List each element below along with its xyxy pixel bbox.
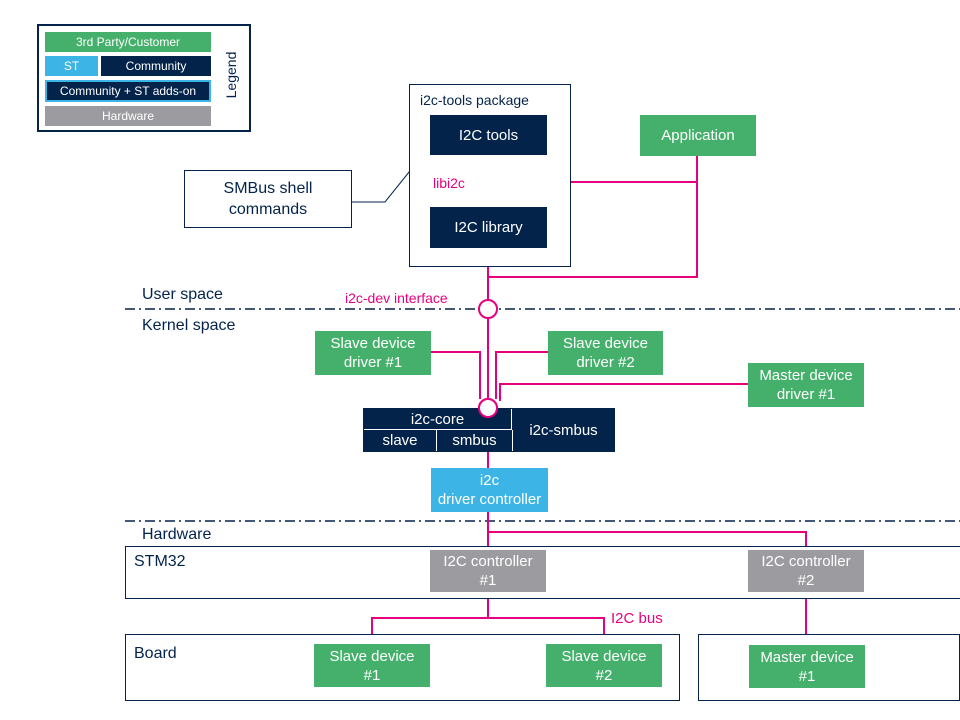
legend-st: ST [45,56,98,76]
master-device-1-line2: #1 [798,667,816,685]
smbus-shell-line-1: SMBus shell [223,180,313,197]
slave-driver-2-line [495,351,548,399]
slave-device-1-line2: #1 [363,666,381,684]
slave-driver-2-line2: driver #2 [576,354,635,371]
hardware-label: Hardware [142,526,212,543]
slave-device-2: Slave device #2 [546,644,662,687]
i2c-core-slave: slave [364,430,437,451]
i2c-controller-1-line1: I2C controller [443,553,533,570]
slave-device-driver-2: Slave device driver #2 [548,331,663,375]
master-device-driver-1: Master device driver #1 [748,363,864,407]
i2c-bus-line [371,617,605,644]
master-device-1-line1: Master device [760,648,854,666]
legend-community-st: Community + ST adds-on [45,80,211,102]
slave-device-2-line1: Slave device [561,647,647,665]
smbus-shell-commands: SMBus shell commands [184,170,352,228]
i2c-core-label: i2c-core [364,409,512,430]
master-driver-1-line [499,383,748,401]
smbus-shell-line-2: commands [228,201,308,218]
legend-community: Community [101,56,211,76]
legend-third-party: 3rd Party/Customer [45,32,211,52]
legend-hardware: Hardware [45,106,211,126]
i2c-dev-connector [478,299,498,319]
i2c-tools-package-title: i2c-tools package [420,92,529,108]
driver-controller-line2: driver controller [437,491,542,508]
slave-device-1: Slave device #1 [314,644,430,687]
i2c-core-smbus: smbus [437,430,513,451]
controller-to-i2c2-line [488,531,807,550]
i2c-smbus-label: i2c-smbus [513,409,614,451]
kernel-space-label: Kernel space [142,317,236,334]
i2c-dev-interface-label: i2c-dev interface [345,290,448,306]
master-driver-1-line2: driver #1 [776,386,836,403]
slave-device-driver-1: Slave device driver #1 [315,331,431,375]
i2c-tools-box: I2C tools [430,115,547,155]
driver-controller-line1: i2c [479,472,500,489]
master-driver-1-line1: Master device [759,367,853,384]
stm32-label: STM32 [134,553,186,570]
slave-driver-1-line2: driver #1 [343,354,403,371]
application-to-i2cdev-line [488,182,698,278]
i2c-controller-2-line2: #2 [797,572,815,589]
i2c-controller-1-line2: #1 [479,572,497,589]
slave-driver-1-line [431,351,481,399]
master-device-1: Master device #1 [749,645,865,688]
i2c-driver-controller: i2c driver controller [431,468,548,512]
i2c-controller-1: I2C controller #1 [430,550,546,592]
i2c-controller-2: I2C controller #2 [748,550,864,592]
slave-driver-2-line1: Slave device [562,335,649,352]
board-label: Board [134,645,177,662]
slave-device-2-line2: #2 [595,666,613,684]
slave-driver-1-line1: Slave device [330,335,416,352]
libi2c-label: libi2c [433,175,465,191]
i2c-controller-2-line1: I2C controller [761,553,851,570]
user-space-label: User space [142,286,223,303]
i2c-bus-label: I2C bus [611,610,663,627]
i2c-library-box: I2C library [430,207,547,248]
slave-device-1-line1: Slave device [329,647,415,665]
application-box: Application [640,115,756,156]
